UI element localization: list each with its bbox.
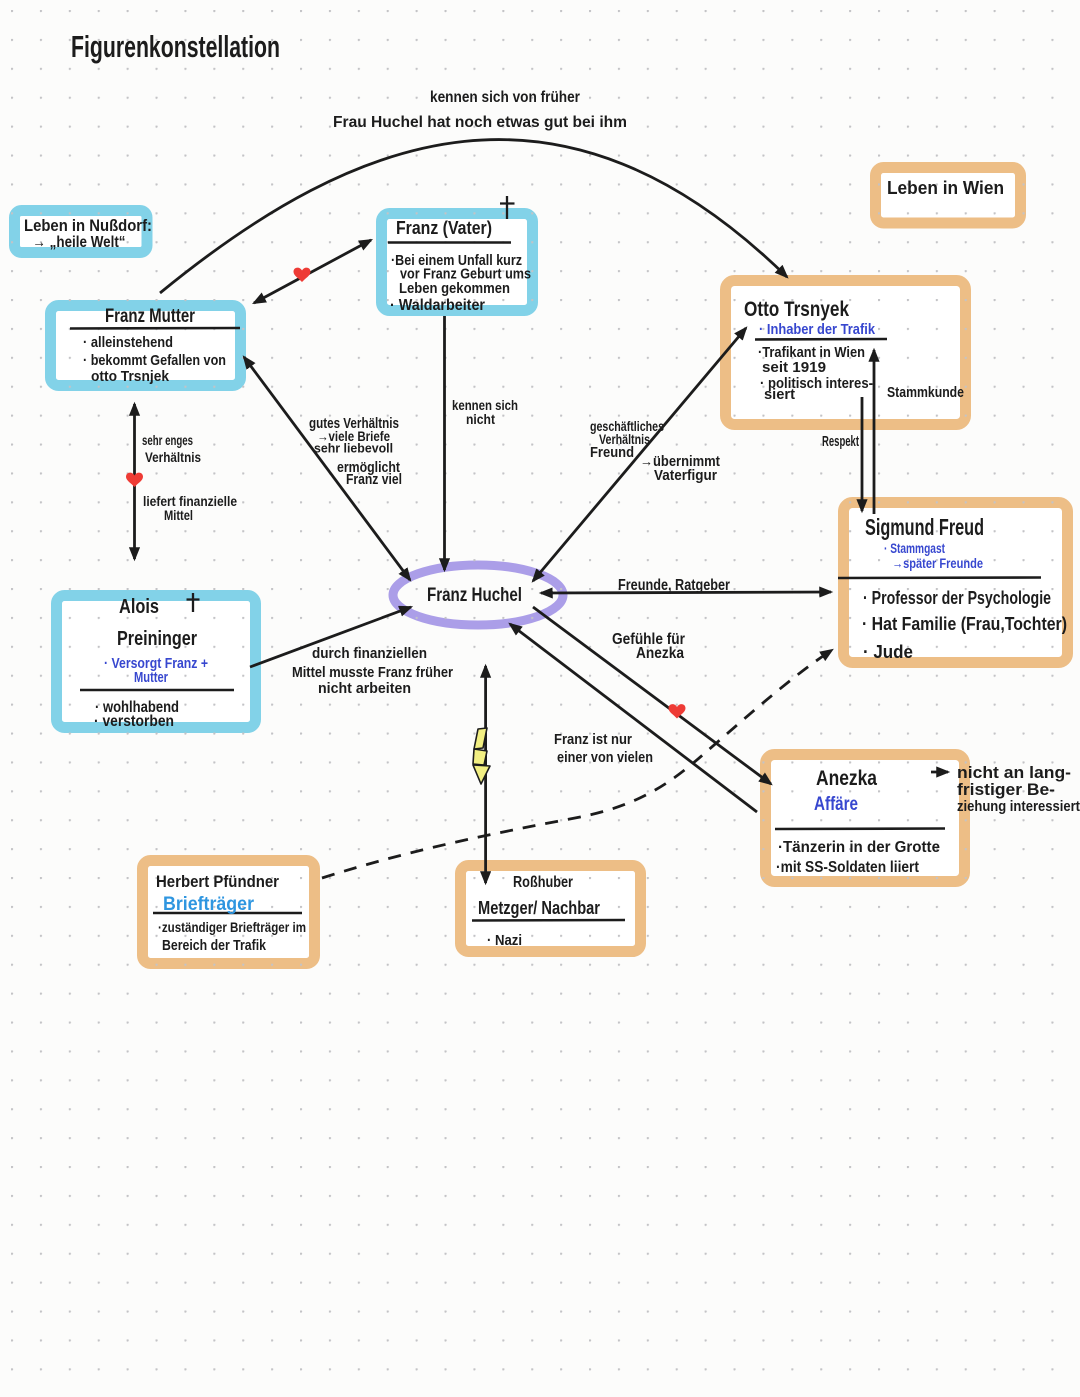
svg-text:→später Freunde: →später Freunde (892, 555, 983, 571)
svg-text:Vaterfigur: Vaterfigur (654, 468, 717, 484)
svg-text:kennen sich: kennen sich (452, 397, 518, 413)
svg-text:· bekommt Gefallen von: · bekommt Gefallen von (83, 352, 226, 369)
svg-text:· Professor der Psychologie: · Professor der Psychologie (863, 588, 1051, 608)
svg-text:Franz viel: Franz viel (346, 472, 402, 488)
svg-text:vor Franz Geburt ums: vor Franz Geburt ums (400, 267, 531, 283)
svg-text:geschäftliches: geschäftliches (590, 418, 664, 434)
svg-text:gutes Verhältnis: gutes Verhältnis (309, 416, 399, 432)
svg-text:Leben in Nußdorf:: Leben in Nußdorf: (24, 216, 152, 235)
svg-text:Mittel musste Franz früher: Mittel musste Franz früher (292, 664, 453, 681)
svg-text:Mittel: Mittel (164, 508, 193, 523)
svg-text:· Nazi: · Nazi (487, 932, 522, 949)
svg-text:Freunde, Ratgeber: Freunde, Ratgeber (618, 577, 730, 594)
svg-text:Franz Huchel: Franz Huchel (427, 584, 522, 606)
svg-text:Frau Huchel hat noch etwas gut: Frau Huchel hat noch etwas gut bei ihm (333, 114, 627, 131)
svg-text:Briefträger: Briefträger (163, 893, 254, 915)
svg-text:liefert finanzielle: liefert finanzielle (143, 494, 237, 509)
svg-text:Sigmund Freud: Sigmund Freud (865, 514, 984, 540)
svg-text:nicht arbeiten: nicht arbeiten (318, 680, 411, 697)
svg-text:fristiger Be-: fristiger Be- (957, 780, 1055, 799)
svg-text:Verhältnis: Verhältnis (599, 432, 650, 447)
svg-text:sehr enges: sehr enges (142, 433, 193, 448)
svg-text:· Versorgt Franz +: · Versorgt Franz + (104, 655, 208, 672)
svg-text:Mutter: Mutter (134, 669, 168, 686)
svg-text:Leben gekommen: Leben gekommen (399, 280, 510, 297)
svg-text:durch finanziellen: durch finanziellen (312, 645, 427, 662)
svg-text:ermöglicht: ermöglicht (337, 460, 400, 476)
svg-text:siert: siert (764, 386, 795, 403)
svg-text:·Bei einem Unfall kurz: ·Bei einem Unfall kurz (391, 253, 522, 269)
svg-text:ziehung interessiert: ziehung interessiert (957, 798, 1080, 815)
svg-text:→ „heile Welt“: → „heile Welt“ (33, 234, 126, 251)
svg-text:·mit SS-Soldaten liiert: ·mit SS-Soldaten liiert (776, 859, 919, 876)
svg-text:· politisch interes-: · politisch interes- (760, 375, 873, 392)
svg-text:· Inhaber der Trafik: · Inhaber der Trafik (759, 321, 876, 338)
svg-text:Verhältnis: Verhältnis (145, 450, 201, 465)
svg-text:· wohlhabend: · wohlhabend (95, 699, 179, 716)
svg-text:·Trafikant in Wien: ·Trafikant in Wien (758, 344, 865, 361)
svg-text:nicht: nicht (466, 411, 495, 427)
svg-text:Anezka: Anezka (816, 766, 878, 790)
svg-text:·Tänzerin in der Grotte: ·Tänzerin in der Grotte (778, 839, 940, 856)
svg-text:Figurenkonstellation: Figurenkonstellation (71, 29, 280, 64)
svg-text:· Waldarbeiter: · Waldarbeiter (390, 297, 485, 314)
svg-text:kennen sich von früher: kennen sich von früher (430, 89, 580, 106)
svg-text:Preininger: Preininger (117, 627, 197, 650)
svg-text:Affäre: Affäre (814, 793, 858, 815)
svg-text:→übernimmt: →übernimmt (640, 454, 720, 470)
svg-text:Franz (Vater): Franz (Vater) (396, 218, 492, 238)
svg-text:Gefühle für: Gefühle für (612, 631, 685, 648)
svg-text:→viele Briefe: →viele Briefe (317, 429, 390, 444)
svg-text:Bereich der Trafik: Bereich der Trafik (162, 938, 267, 954)
svg-text:Herbert Pfündner: Herbert Pfündner (156, 872, 279, 891)
svg-text:· verstorben: · verstorben (94, 713, 174, 730)
svg-text:Franz Mutter: Franz Mutter (105, 305, 195, 327)
svg-text:· alleinstehend: · alleinstehend (83, 334, 173, 351)
svg-text:Otto Trsnyek: Otto Trsnyek (744, 297, 849, 321)
svg-text:sehr liebevoll: sehr liebevoll (314, 441, 393, 456)
svg-text:einer von vielen: einer von vielen (557, 750, 653, 766)
svg-text:Anezka: Anezka (636, 645, 684, 662)
svg-text:Roßhuber: Roßhuber (513, 874, 573, 891)
svg-text:Respekt: Respekt (822, 434, 859, 450)
svg-text:Metzger/ Nachbar: Metzger/ Nachbar (478, 898, 600, 918)
svg-text:· Hat Familie (Frau,Tochter): · Hat Familie (Frau,Tochter) (862, 614, 1067, 634)
svg-text:· Jude: · Jude (863, 642, 913, 662)
svg-text:· Stammgast: · Stammgast (884, 540, 945, 556)
svg-text:otto Trsnjek: otto Trsnjek (91, 368, 170, 385)
svg-text:Alois: Alois (119, 595, 159, 618)
svg-text:Franz ist nur: Franz ist nur (554, 732, 632, 748)
svg-text:·zuständiger Briefträger im: ·zuständiger Briefträger im (158, 919, 306, 935)
svg-text:seit 1919: seit 1919 (762, 359, 826, 376)
svg-text:Freund: Freund (590, 445, 634, 461)
svg-text:nicht an lang-: nicht an lang- (957, 763, 1071, 782)
svg-text:Stammkunde: Stammkunde (887, 385, 964, 401)
svg-text:Leben in Wien: Leben in Wien (887, 178, 1004, 198)
